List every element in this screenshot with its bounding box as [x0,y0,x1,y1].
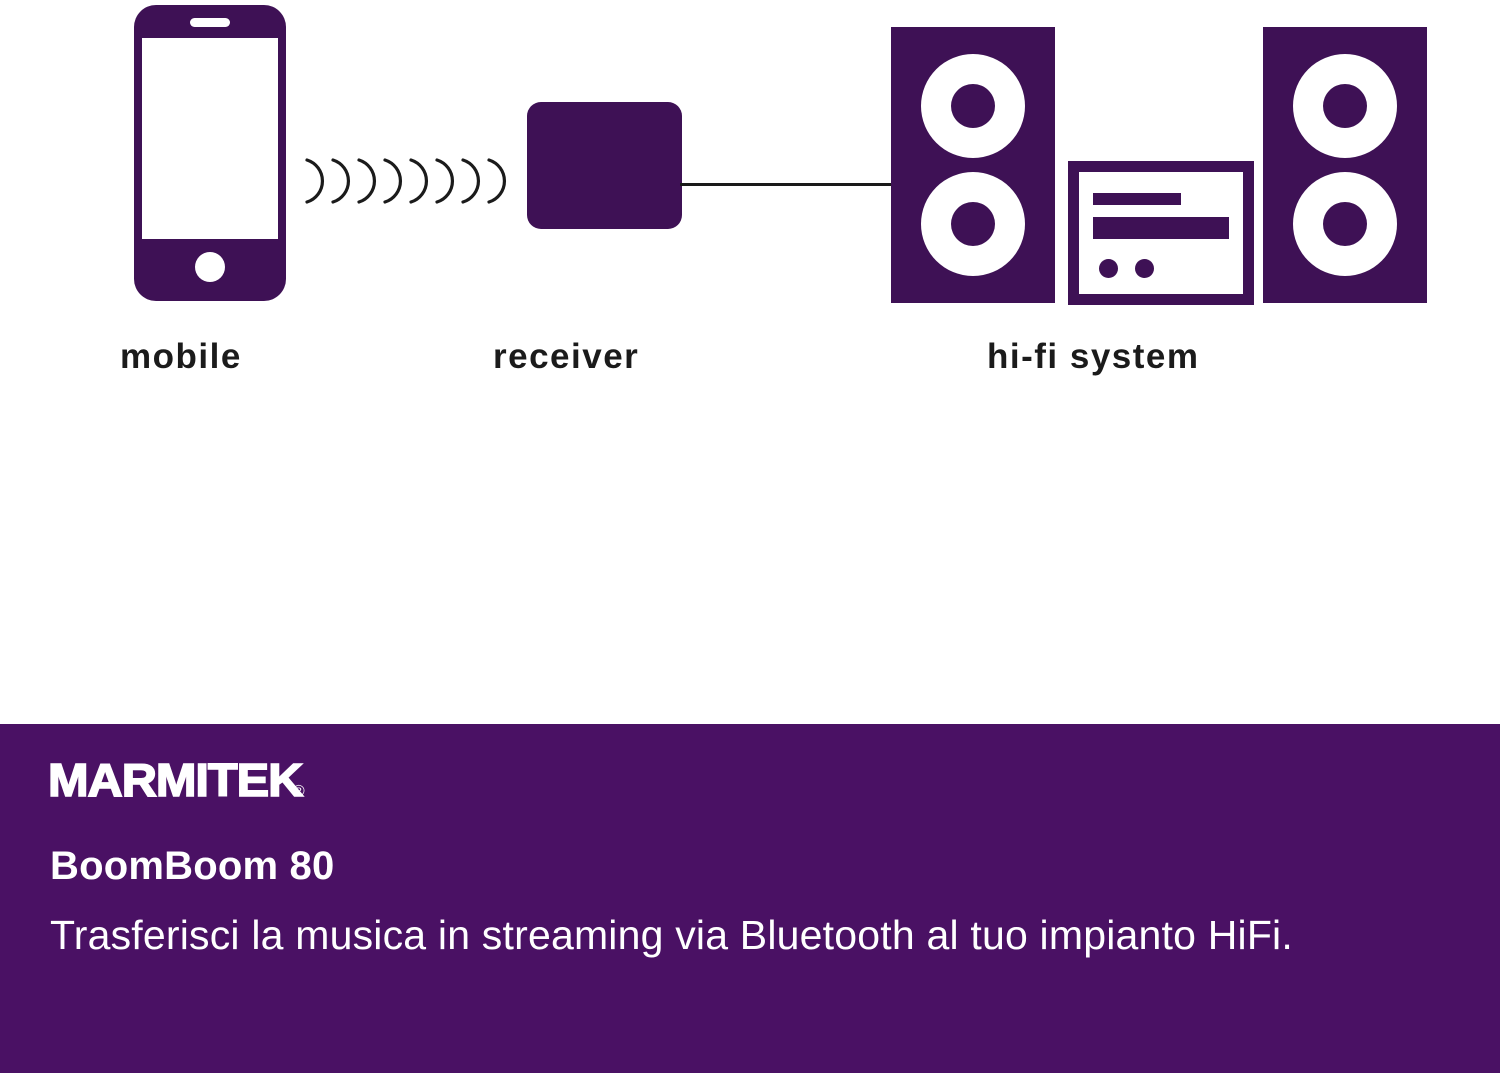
cable-connector-line [680,183,893,186]
diagram-label-hifi: hi-fi system [987,337,1200,376]
product-banner [0,724,1500,1073]
amplifier-unit-icon [1068,161,1254,305]
connection-diagram: mobile receiver hi-fi system [0,0,1500,724]
speaker-driver-icon [1293,54,1397,158]
product-name: BoomBoom 80 [50,844,335,888]
phone-screen [142,38,278,239]
amplifier-tray-slot-icon [1093,217,1229,239]
brand-logo: MARMITEK ® [47,754,305,806]
diagram-label-mobile: mobile [120,337,242,376]
brand-wordmark: MARMITEK [47,754,304,806]
receiver-box-icon [527,102,682,229]
amplifier-display-bar-icon [1093,193,1181,205]
speaker-left-icon [891,27,1055,303]
speaker-driver-icon [921,172,1025,276]
registered-trademark-icon: ® [292,783,305,800]
diagram-label-receiver: receiver [493,337,640,376]
amplifier-knob-icon [1099,259,1118,278]
phone-earpiece-icon [190,18,230,27]
amplifier-knob-icon [1135,259,1154,278]
speaker-right-icon [1263,27,1427,303]
speaker-driver-icon [921,54,1025,158]
bluetooth-waves-icon [303,150,513,212]
product-description: Trasferisci la musica in streaming via B… [50,912,1293,958]
amplifier-faceplate [1079,172,1243,294]
smartphone-icon [134,5,286,301]
speaker-driver-icon [1293,172,1397,276]
phone-home-button-icon [195,252,225,282]
